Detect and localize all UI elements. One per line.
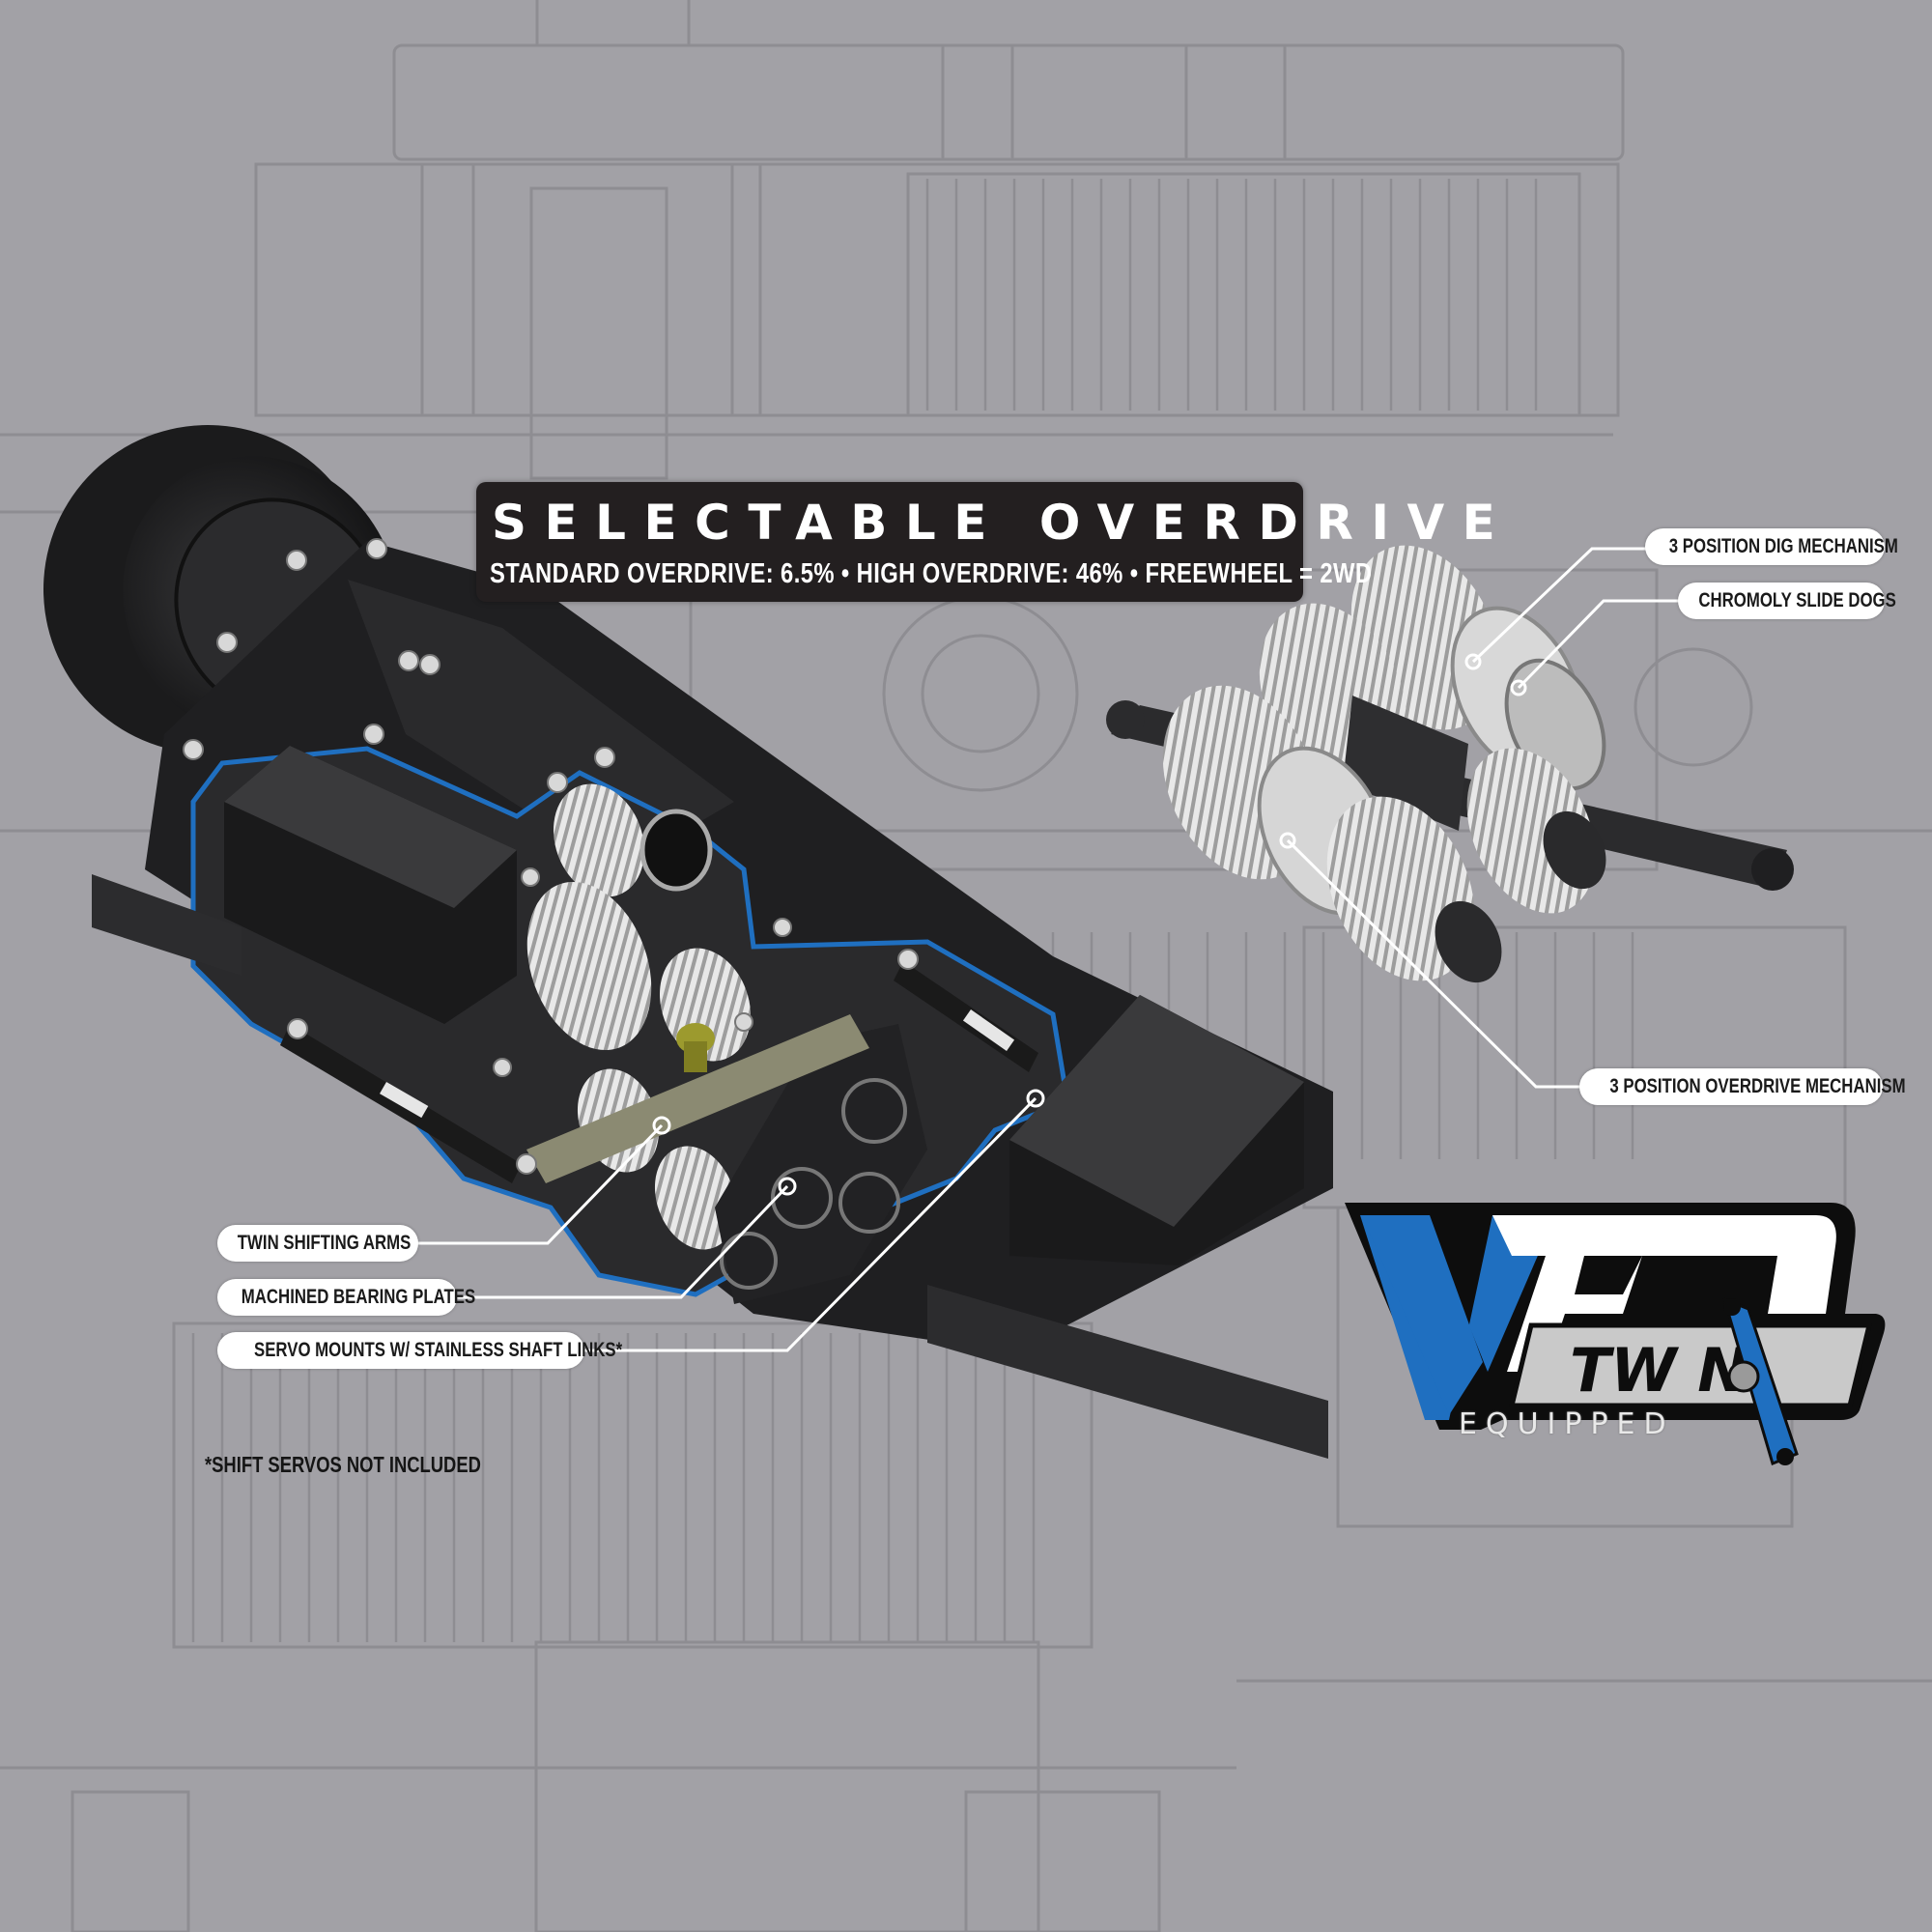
callout-dig-mechanism: 3 POSITION DIG MECHANISM <box>1645 528 1898 565</box>
callout-label: SERVO MOUNTS W/ STAINLESS SHAFT LINKS* <box>254 1339 623 1361</box>
callout-label: CHROMOLY SLIDE DOGS <box>1698 589 1896 611</box>
logo-model-text: TW N <box>1570 1335 1747 1406</box>
page-subtitle: STANDARD OVERDRIVE: 6.5% • HIGH OVERDRIV… <box>490 558 1373 589</box>
footnote: *SHIFT SERVOS NOT INCLUDED <box>205 1452 481 1477</box>
callout-label: TWIN SHIFTING ARMS <box>237 1232 412 1254</box>
callout-overdrive-mechanism: 3 POSITION OVERDRIVE MECHANISM <box>1579 1068 1906 1105</box>
callout-label: MACHINED BEARING PLATES <box>241 1286 476 1308</box>
callout-slide-dogs: CHROMOLY SLIDE DOGS <box>1678 582 1896 619</box>
callout-label: 3 POSITION OVERDRIVE MECHANISM <box>1609 1075 1906 1097</box>
header-panel: SELECTABLE OVERDRIVE STANDARD OVERDRIVE:… <box>476 482 1495 602</box>
callout-servo-mounts: SERVO MOUNTS W/ STAINLESS SHAFT LINKS* <box>217 1332 623 1369</box>
page-title: SELECTABLE OVERDRIVE <box>492 495 1514 551</box>
callout-label: 3 POSITION DIG MECHANISM <box>1668 535 1898 557</box>
callout-machined-bearing-plates: MACHINED BEARING PLATES <box>217 1279 476 1316</box>
callout-twin-shifting-arms: TWIN SHIFTING ARMS <box>217 1225 418 1262</box>
logo-tagline: EQUIPPED <box>1459 1407 1675 1441</box>
